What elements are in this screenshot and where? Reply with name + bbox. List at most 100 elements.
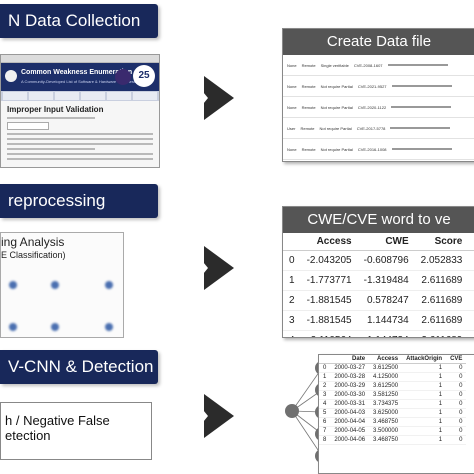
table-cell: 0 [283,250,301,271]
table-header-cell: Access [300,233,358,251]
cwe-top25-badge: 25 [133,65,155,87]
table-cell: 1 [402,426,447,436]
table-cell: 3.500000 [369,426,403,436]
cluster-point [105,323,113,331]
data-file-cell: None [287,83,297,89]
cluster-point [9,281,17,289]
table-cell: 2000-03-28 [330,372,370,382]
table-cell: 0 [446,435,467,445]
data-file-cell: Single verifiable [320,62,349,68]
table-cell: 0 [446,381,467,391]
data-file-cell: None [287,62,297,68]
data-file-cell: Not require Partial [320,146,353,152]
flow-arrow-icon [190,76,234,120]
table-cell: 3.612500 [369,381,403,391]
table-header-cell: Date [330,355,370,364]
cluster-point [105,281,113,289]
table-cell: 3.581250 [369,390,403,400]
false-rate-textbox: h / Negative False etection [0,402,152,460]
table-cell: 2.052833 [414,250,469,271]
table-cell: 2000-04-05 [330,426,370,436]
table-cell: 1 [402,435,447,445]
table-cell: 1.144734 [357,310,415,331]
browser-toolbar [1,55,159,63]
cwe-site-title: Common Weakness Enumeration [21,69,133,76]
table-cell: 0 [446,417,467,427]
data-file-cell: Not require Partial [320,83,353,89]
table-cell: 3.7 [468,330,474,337]
table-cell: -2.110564 [300,330,358,337]
table-cell: -1.881545 [300,310,358,331]
stage-preprocessing: reprocessing ing Analysis E Classificati… [0,180,474,340]
table-cell: 0 [446,408,467,418]
table-cell: 1 [402,417,447,427]
table-cell: 3.625000 [369,408,403,418]
table-cell: -2.043205 [300,250,358,271]
data-file-cell: Not require Partial [320,104,353,110]
stage-data-collection: N Data Collection Common Weakness Enumer… [0,0,474,168]
stage3-banner: V-CNN & Detection [0,350,158,384]
table-cell: 2000-03-30 [330,390,370,400]
cwe-logo-icon [5,70,17,82]
table-cell: 0.578247 [357,290,415,311]
analysis-plot: ing Analysis E Classification) [0,232,124,338]
table-cell: 3 [283,310,301,331]
table-cell: 2.611689 [414,290,469,311]
table-cell: 2000-04-04 [330,417,370,427]
cwe-2021-badge-icon [115,69,131,85]
table-header-cell: AttackOrigin [402,355,447,364]
table-cell: 3 [319,390,331,400]
cluster-point [51,323,59,331]
table-cell: 2 [283,290,301,311]
data-file-cell: Remote [301,146,316,152]
cluster-point [9,323,17,331]
table-header-cell: Access [369,355,403,364]
table-header-cell: CWE [357,233,415,251]
table-cell: 3.468750 [369,417,403,427]
data-file-cell: Remote [301,83,316,89]
data-file-cell: Remote [300,125,315,131]
table-cell: 2000-04-03 [330,408,370,418]
table-cell: 0 [446,390,467,400]
table-header-cell: CVE [446,355,467,364]
data-file-cell: CVE-2017-5778 [356,125,386,131]
data-file-cell: CVE-2008-1607 [353,62,383,68]
table-cell: -0.608796 [357,250,415,271]
data-file-cell: User [287,125,296,131]
table-cell: 1 [402,390,447,400]
table-header-cell [468,233,474,251]
table-cell: 6 [319,417,331,427]
data-file-cell: Not require Partial [319,125,352,131]
cwe-webpage-screenshot: Common Weakness Enumeration A Community-… [0,54,160,168]
word-vector-title: CWE/CVE word to ve [283,207,474,233]
table-cell: 2000-04-06 [330,435,370,445]
table-cell: 2000-03-27 [330,363,370,373]
table-cell: 3.734375 [369,399,403,409]
cwe-page-content: Improper Input Validation [1,101,159,167]
table-cell: 4 [319,399,331,409]
cwe-nav-bar [1,91,159,101]
table-cell: 1 [402,363,447,373]
table-cell: 3.612500 [369,363,403,373]
table-cell: 8 [319,435,331,445]
create-data-file-title: Create Data file [283,29,474,55]
table-cell: 3.7 [468,250,474,271]
stage1-banner: N Data Collection [0,4,158,38]
table-cell: 7 [319,426,331,436]
cwe-site-subtitle: A Community-Developed List of Software &… [21,79,148,84]
table-cell: 1 [283,270,301,291]
